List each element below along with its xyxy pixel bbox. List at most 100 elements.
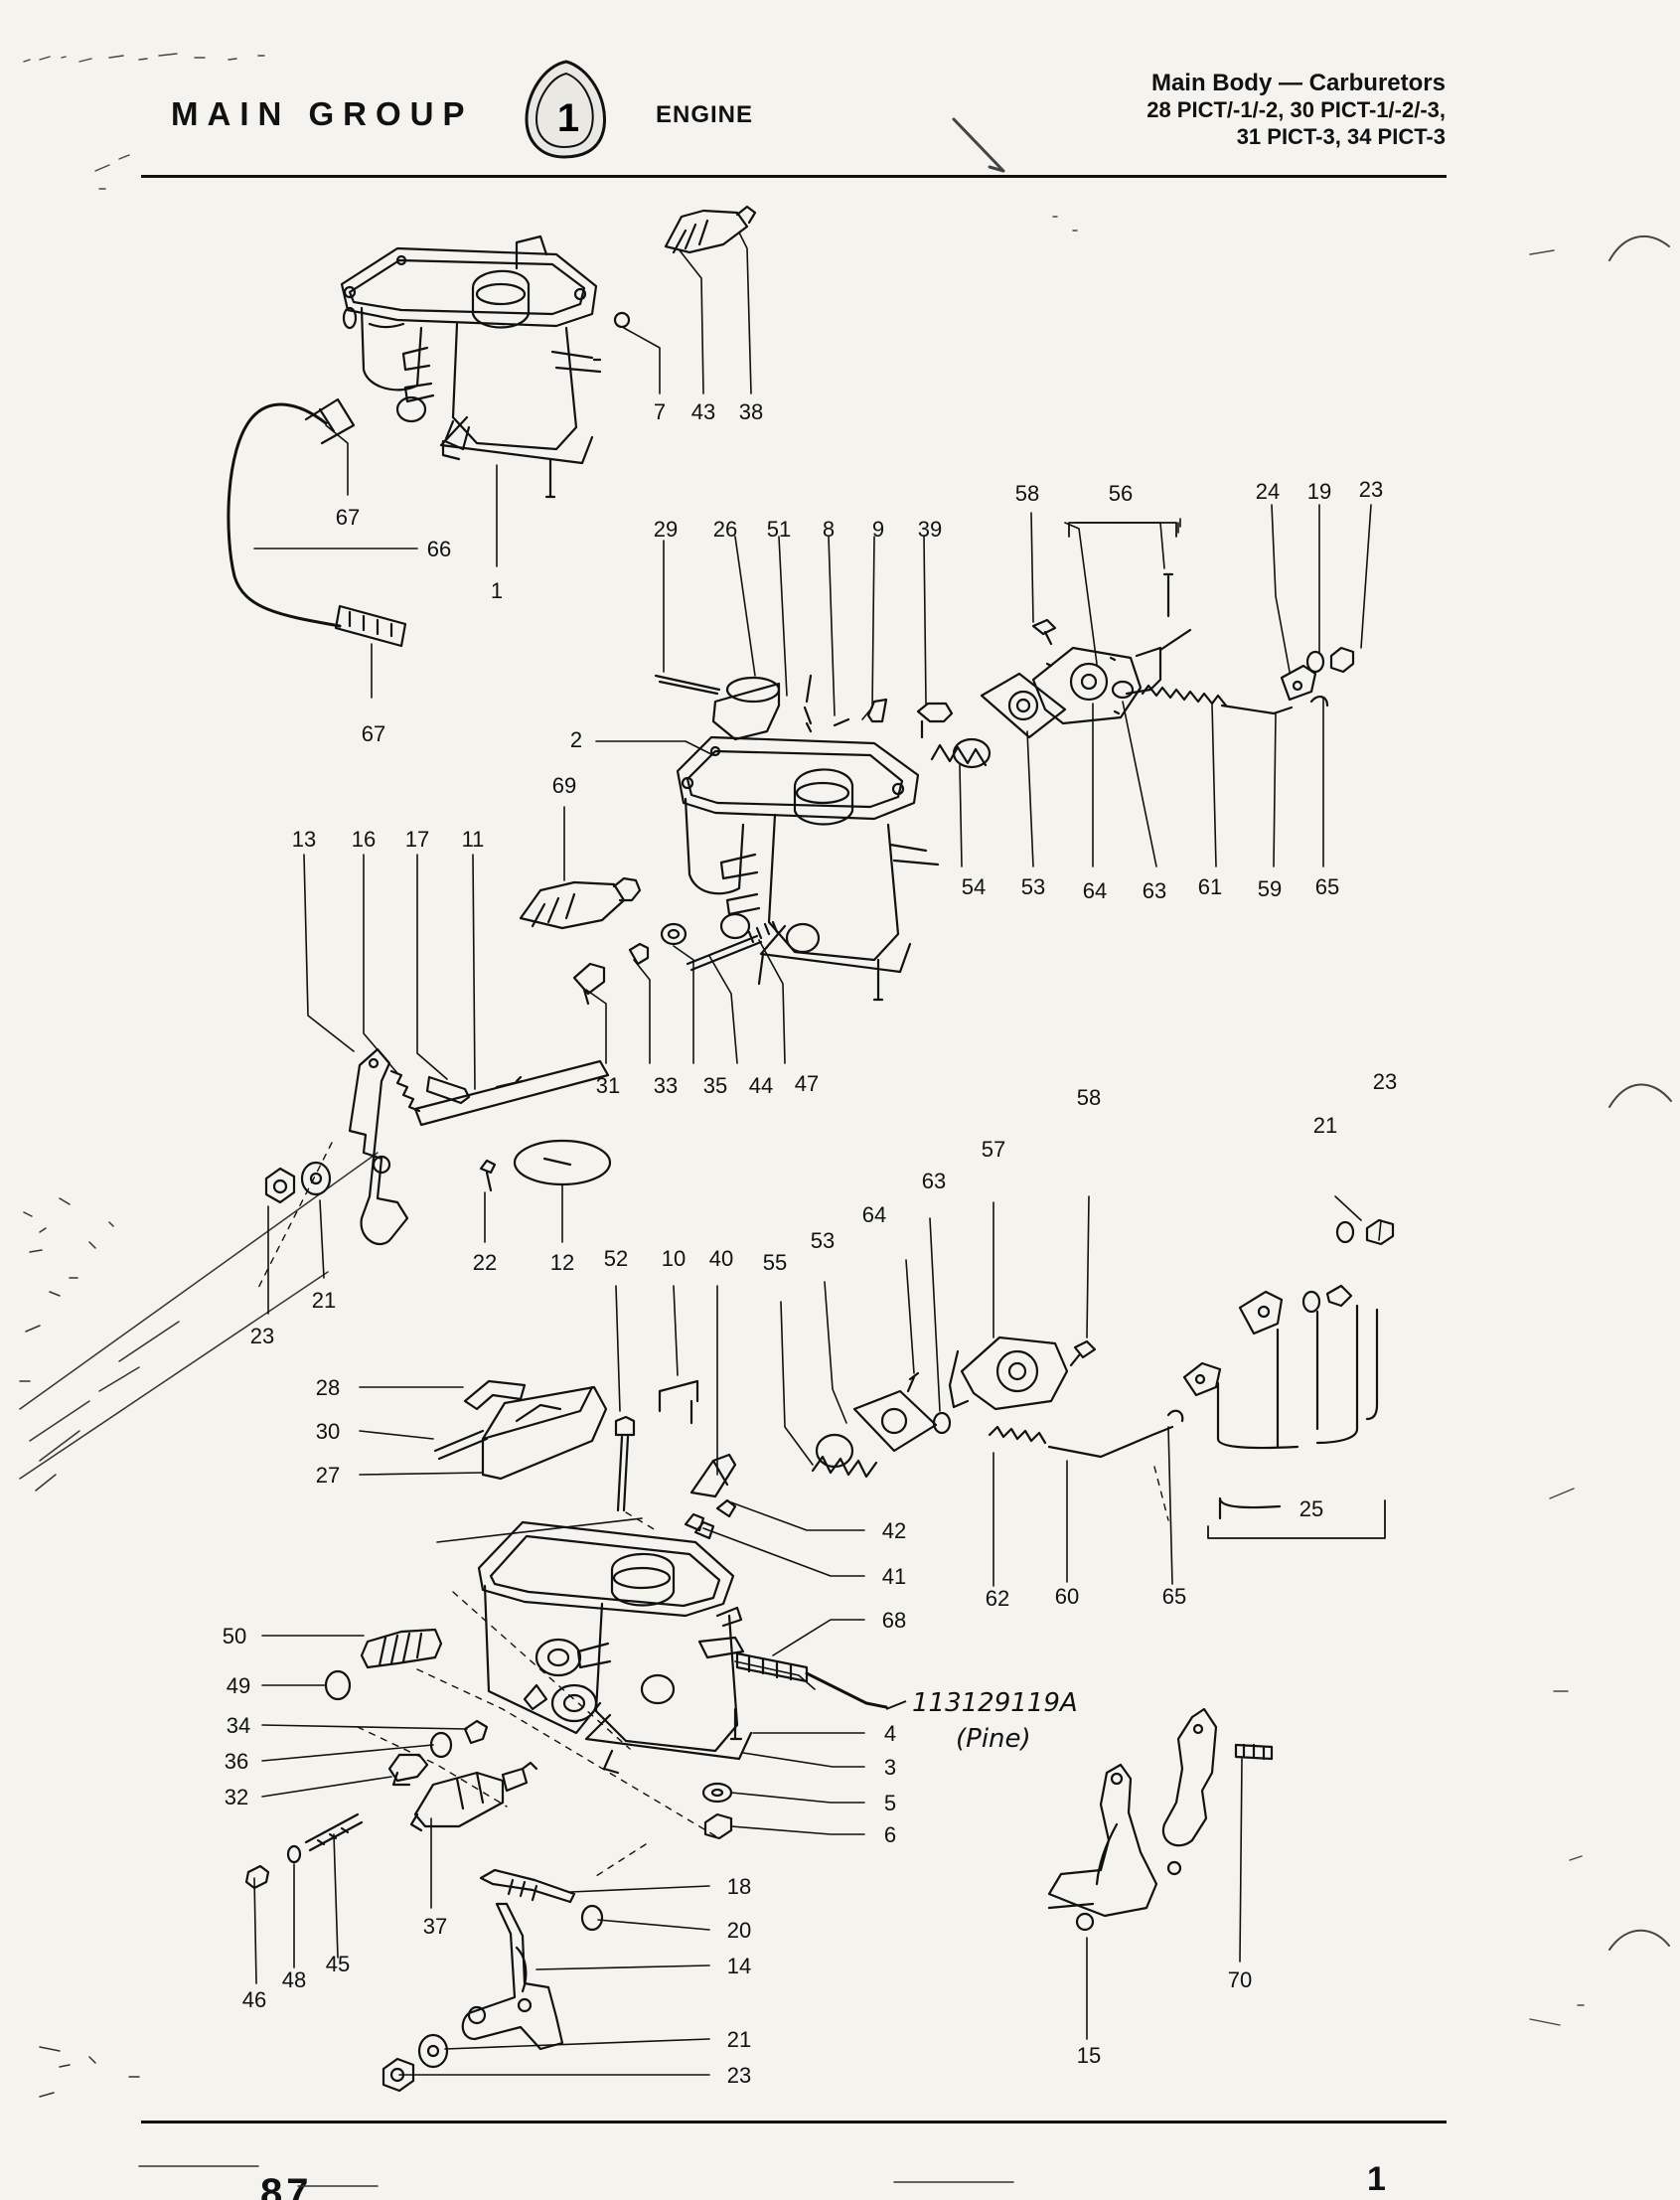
callout-68: 68 <box>882 1608 906 1633</box>
part-70-lever-screw <box>1161 1707 1274 1876</box>
part-27-float <box>481 1385 608 1481</box>
title-line-2: 28 PICT/-1/-2, 30 PICT-1/-2/-3, <box>1146 97 1446 122</box>
callout-53-lower: 53 <box>811 1228 835 1253</box>
callout-23-right: 23 <box>1373 1069 1397 1094</box>
callout-8: 8 <box>823 517 835 542</box>
callout-24: 24 <box>1256 479 1280 504</box>
dashed-axes <box>255 1142 1169 1877</box>
part-65b-clip <box>1166 1409 1184 1423</box>
callout-6: 6 <box>884 1822 896 1847</box>
part-36-washer <box>429 1731 453 1759</box>
callout-25: 25 <box>1299 1496 1323 1521</box>
part-40-42-41-jets <box>684 1453 737 1540</box>
part-26-float-needle <box>654 674 888 741</box>
group-number: 1 <box>557 96 579 140</box>
part-57b-pump-cover <box>948 1336 1069 1411</box>
part-6-nut <box>703 1812 733 1840</box>
callout-16: 16 <box>352 827 376 852</box>
callout-70: 70 <box>1228 1967 1252 1992</box>
callout-7: 7 <box>654 399 666 424</box>
group-number-badge: 1 <box>525 60 606 159</box>
part-18-screw <box>479 1868 576 1904</box>
callout-61: 61 <box>1198 874 1222 899</box>
handwritten-note: (Pine) <box>956 1724 1031 1754</box>
part-32-plug <box>387 1753 429 1787</box>
callout-4: 4 <box>884 1721 896 1746</box>
callout-41: 41 <box>882 1564 906 1589</box>
parts-62-60-rod <box>988 1425 1174 1459</box>
handwritten-part-number: 113129119A <box>912 1688 1078 1718</box>
callout-33: 33 <box>654 1073 678 1098</box>
part-53-diaphragm <box>980 672 1067 739</box>
title-line-1: Main Body — Carburetors <box>1150 70 1446 96</box>
part-15-fast-idle-lever <box>1047 1763 1158 1932</box>
callout-13: 13 <box>292 827 316 852</box>
part-2-upper-body <box>676 735 940 1002</box>
part-66-cable <box>227 397 407 648</box>
callout-37: 37 <box>423 1914 447 1939</box>
callout-18: 18 <box>727 1874 751 1899</box>
part-10-bracket <box>658 1379 699 1425</box>
part-12-throttle-valve <box>513 1139 612 1186</box>
part-13-throttle-lever <box>348 1047 409 1246</box>
part-5-washer <box>701 1782 733 1804</box>
callout-31: 31 <box>596 1073 620 1098</box>
callout-36: 36 <box>225 1749 248 1774</box>
part-68-tube <box>735 1651 888 1709</box>
callout-29: 29 <box>654 517 678 542</box>
callout-14: 14 <box>727 1954 751 1978</box>
callout-62: 62 <box>986 1586 1009 1611</box>
part-64b-pin <box>906 1371 920 1393</box>
callout-60: 60 <box>1055 1584 1079 1609</box>
callout-15: 15 <box>1077 2043 1101 2068</box>
callout-54: 54 <box>962 874 986 899</box>
scan-smear <box>19 1152 1014 2187</box>
callout-17: 17 <box>405 827 429 852</box>
callout-66: 66 <box>427 537 451 561</box>
callout-35: 35 <box>703 1073 727 1098</box>
parts-24-19-23-washers <box>1280 646 1355 707</box>
callout-27: 27 <box>316 1463 340 1488</box>
callout-64-top: 64 <box>1083 878 1107 903</box>
callout-22: 22 <box>473 1250 497 1275</box>
part-53b-diaphragm <box>852 1389 938 1453</box>
callout-69: 69 <box>552 773 576 798</box>
callout-39: 39 <box>918 517 942 542</box>
callout-67-upper: 67 <box>336 505 360 530</box>
callout-5: 5 <box>884 1791 896 1815</box>
part-39-jet <box>916 702 954 739</box>
part-30-pin <box>433 1429 489 1461</box>
callout-23-bottom: 23 <box>727 2063 751 2088</box>
callout-30: 30 <box>316 1419 340 1444</box>
part-58b-screw <box>1069 1339 1097 1367</box>
callout-34: 34 <box>227 1713 250 1738</box>
part-56-lever <box>1125 572 1192 696</box>
callout-labels: 7 43 38 1 67 66 67 29 26 51 8 9 39 2 69 … <box>223 399 1397 2088</box>
part-69-pilot-jet <box>519 876 642 930</box>
callout-65-top: 65 <box>1315 874 1339 899</box>
part-43-38-jet <box>664 205 757 254</box>
callout-58-top: 58 <box>1015 481 1039 506</box>
part-21c-washer <box>417 2033 449 2069</box>
callout-50: 50 <box>223 1624 246 1649</box>
leader-lines <box>253 232 1382 2076</box>
part-58-screw <box>1031 618 1057 646</box>
callout-32: 32 <box>225 1785 248 1809</box>
part-20-ring <box>580 1904 604 1932</box>
callout-64-lower: 64 <box>862 1202 886 1227</box>
callout-63-top: 63 <box>1143 878 1166 903</box>
scan-noise <box>23 53 1672 2026</box>
header-rule <box>141 175 1447 178</box>
callout-53-top: 53 <box>1021 874 1045 899</box>
callout-21-left: 21 <box>312 1288 336 1313</box>
callout-51: 51 <box>767 517 791 542</box>
part-25-lever-set <box>1182 1218 1395 1520</box>
callout-48: 48 <box>282 1967 306 1992</box>
part-7-ball <box>613 311 631 329</box>
page-mark-right: 1 <box>1367 2160 1386 2198</box>
part-49-oring <box>324 1669 352 1701</box>
callout-2: 2 <box>570 727 582 752</box>
part-11-throttle-shaft <box>413 1059 610 1127</box>
part-50-valve <box>360 1628 443 1669</box>
